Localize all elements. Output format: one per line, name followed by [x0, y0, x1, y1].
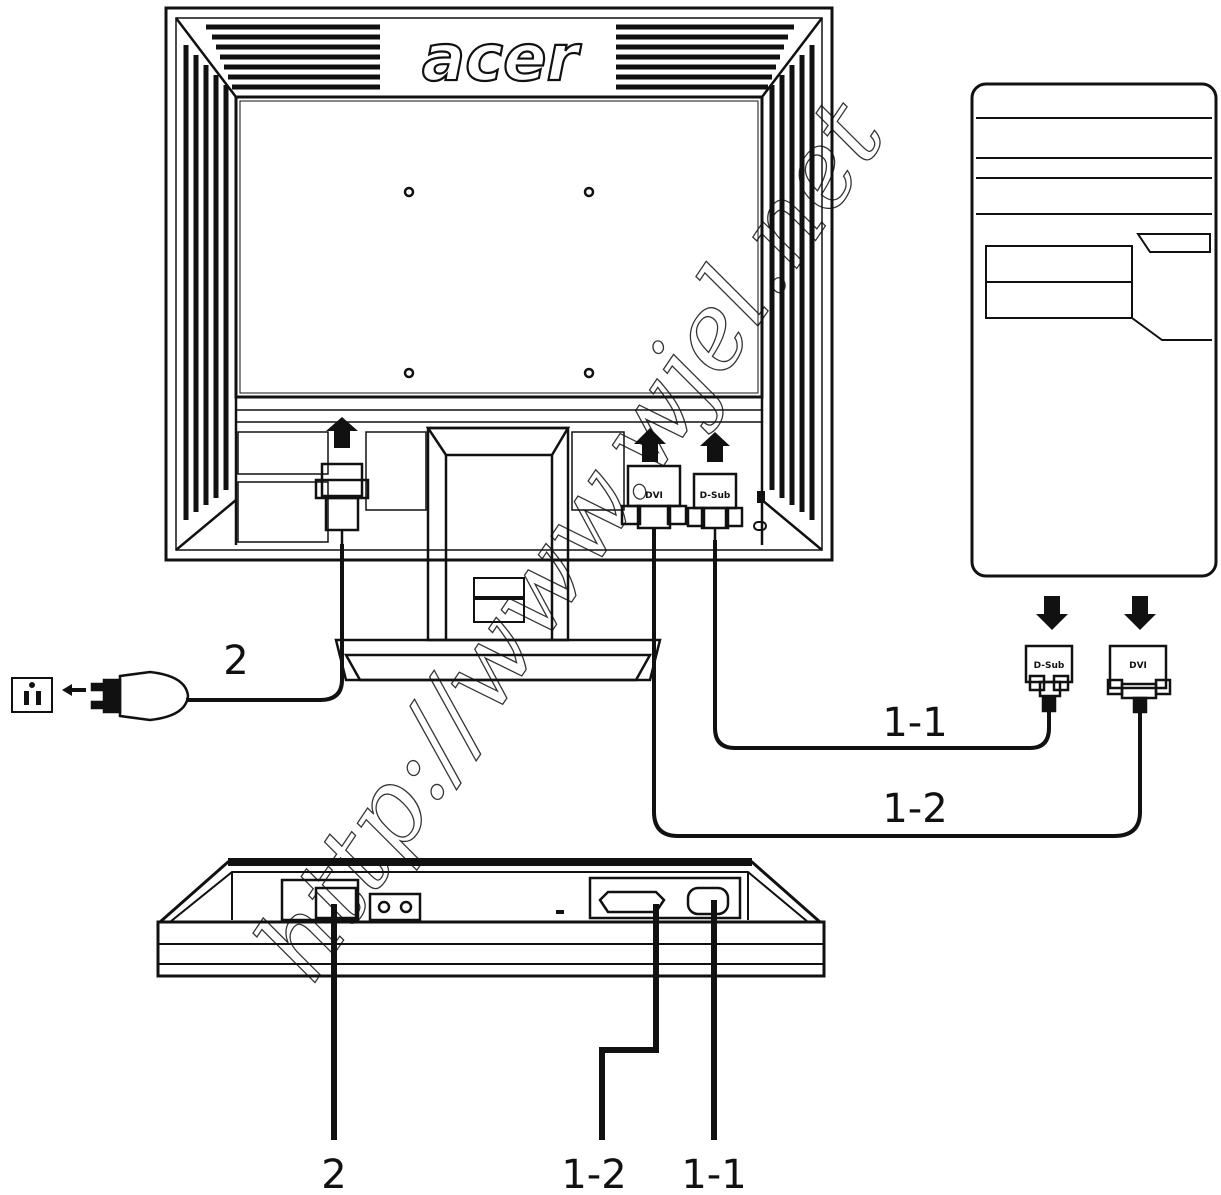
vent-grille-left: [183, 45, 229, 520]
bottom-dvi-cable: [599, 904, 659, 1140]
label-dsub-cable: 1-1: [882, 700, 947, 746]
dvi-cable: [652, 528, 1142, 838]
power-plug-icon: [90, 670, 190, 722]
dsub-port-label: D-Sub: [700, 491, 731, 501]
pc-dsub-label: D-Sub: [1034, 661, 1065, 671]
monitor-stand: [334, 426, 662, 682]
label-bottom-dsub: 1-1: [681, 1152, 746, 1195]
dvi-port-label: DVI: [645, 491, 663, 501]
up-arrow-power-icon: [326, 417, 358, 448]
vent-grille-right: [769, 45, 815, 520]
monitor-rear-view: [164, 6, 834, 562]
label-power-cable: 2: [223, 638, 248, 684]
pc-dvi-label: DVI: [1129, 661, 1147, 671]
power-cable: [186, 544, 344, 702]
vesa-mount-holes: [403, 186, 595, 379]
acer-logo: acer: [422, 22, 582, 96]
wall-outlet-icon: [11, 677, 53, 713]
dsub-port-monitor: [686, 472, 744, 540]
bottom-cables: [331, 900, 717, 1140]
label-dvi-cable: 1-2: [882, 786, 947, 832]
dsub-cable: [713, 540, 1051, 750]
dvi-port-pc: [1106, 644, 1172, 714]
monitor-bottom-view: [156, 858, 826, 978]
left-arrow-outlet-icon: [62, 684, 86, 696]
label-bottom-dvi: 1-2: [561, 1152, 626, 1195]
vent-grille-top-left: [206, 24, 380, 90]
down-arrow-pc-dvi-icon: [1124, 596, 1156, 630]
down-arrow-pc-dsub-icon: [1036, 596, 1068, 630]
up-arrow-dsub-icon: [700, 432, 730, 462]
vent-grille-top-right: [616, 24, 794, 90]
label-bottom-power: 2: [321, 1152, 346, 1195]
dsub-port-pc: [1024, 644, 1074, 713]
cables: [186, 528, 1142, 838]
pc-tower: [970, 82, 1218, 578]
kensington-lock-icon: [753, 491, 767, 531]
up-arrow-dvi-icon: [634, 428, 666, 462]
power-plug-monitor-icon: [314, 462, 370, 544]
